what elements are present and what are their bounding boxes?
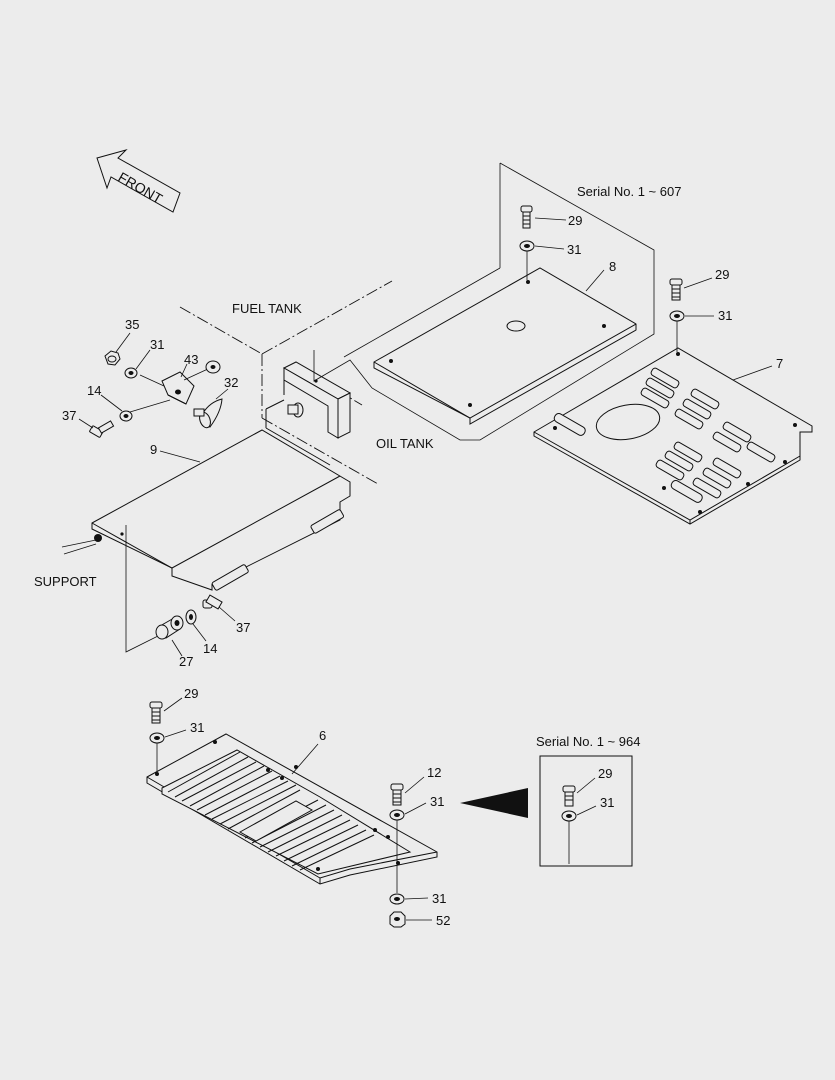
part-number-32: 32 [224, 375, 238, 390]
part-number-6: 6 [319, 728, 326, 743]
part-number-31-b: 31 [718, 308, 732, 323]
bumper-32 [193, 398, 223, 429]
serial-607-outline [313, 162, 655, 441]
washer-31-e [389, 809, 405, 821]
part-number-31-e: 31 [430, 794, 444, 809]
cover-plate-8 [373, 267, 637, 425]
reference-pointer [460, 788, 528, 818]
bolt-29-c [149, 701, 163, 724]
support-label: SUPPORT [34, 574, 97, 589]
part-number-14-b: 14 [203, 641, 217, 656]
fuel-tank-label: FUEL TANK [232, 301, 302, 316]
washer-31-g [561, 810, 577, 822]
part-number-27: 27 [179, 654, 193, 669]
front-arrow: FRONT [96, 149, 181, 213]
vented-plate-7 [533, 347, 813, 525]
washer-14-b [185, 609, 197, 625]
part-number-9: 9 [150, 442, 157, 457]
nut-52 [389, 911, 406, 928]
part-number-31-g: 31 [600, 795, 614, 810]
washer-31-c [124, 367, 138, 379]
part-number-8: 8 [609, 259, 616, 274]
serial-964-inset-box [539, 755, 633, 867]
part-number-43: 43 [184, 352, 198, 367]
sleeve-27 [155, 615, 184, 640]
part-number-29-a: 29 [568, 213, 582, 228]
part-number-37-a: 37 [62, 408, 76, 423]
bolt-12 [390, 783, 404, 806]
part-number-52: 52 [436, 913, 450, 928]
cover-plate-9 [61, 429, 351, 591]
part-number-29-b: 29 [715, 267, 729, 282]
bolt-37-a [89, 420, 115, 438]
part-number-29-d: 29 [598, 766, 612, 781]
bolt-29-d [562, 785, 576, 807]
serial-964-label: Serial No. 1 ~ 964 [536, 734, 640, 749]
step-plate-6 [146, 733, 438, 885]
washer-31-a [519, 240, 535, 252]
ribs [167, 751, 375, 871]
oil-tank-label: OIL TANK [376, 436, 434, 451]
sleeve-43 [205, 360, 221, 374]
part-number-37-b: 37 [236, 620, 250, 635]
bracket-43 [129, 367, 211, 413]
serial-607-label: Serial No. 1 ~ 607 [577, 184, 681, 199]
bolt-29-b [669, 278, 683, 301]
washer-31-b [669, 310, 685, 322]
part-number-31-c: 31 [150, 337, 164, 352]
washer-14-a [119, 410, 133, 422]
vent-slots [640, 367, 776, 503]
part-number-14-a: 14 [87, 383, 101, 398]
washer-31-d [149, 732, 165, 744]
bolt-37-b [202, 594, 223, 610]
part-number-12: 12 [427, 765, 441, 780]
support-phantom [125, 525, 171, 653]
tank-bracket [265, 361, 352, 466]
part-number-35: 35 [125, 317, 139, 332]
part-number-31-f: 31 [432, 891, 446, 906]
nut-35 [104, 350, 121, 366]
part-number-31-a: 31 [567, 242, 581, 257]
part-number-31-d: 31 [190, 720, 204, 735]
part-number-7: 7 [776, 356, 783, 371]
washer-31-f [389, 893, 405, 905]
bolt-29-a [520, 205, 533, 229]
part-number-29-c: 29 [184, 686, 198, 701]
